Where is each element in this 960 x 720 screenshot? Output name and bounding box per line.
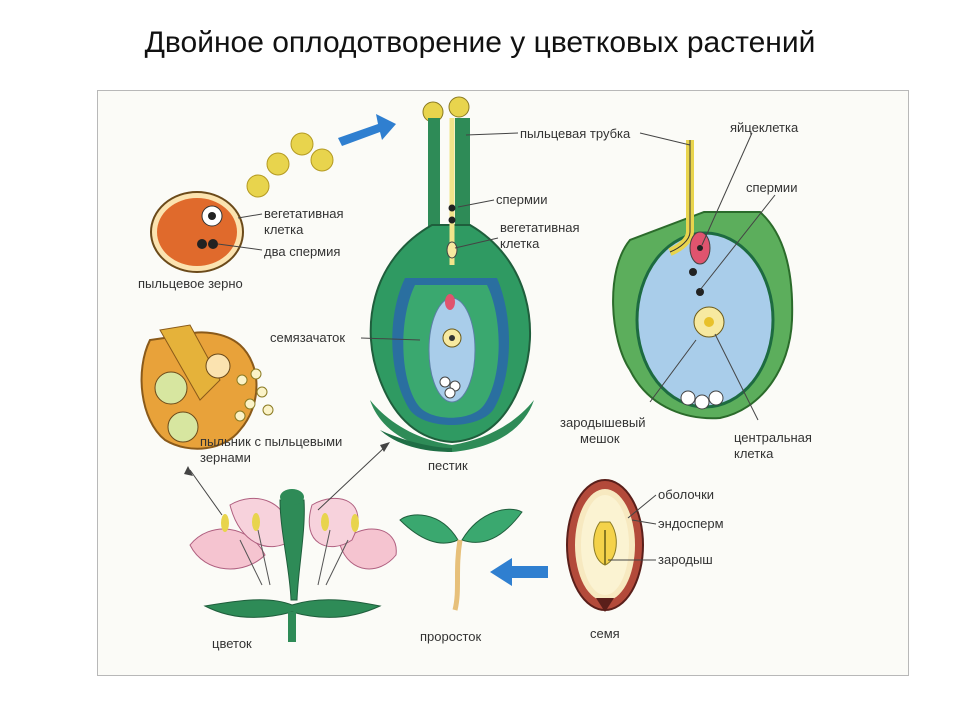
arrow-to-pistil [338, 114, 396, 146]
label-pollen-grain: пыльцевое зерно [138, 276, 243, 291]
pistil [369, 96, 534, 452]
pollen-grain [150, 191, 244, 273]
label-pollen-tube: пыльцевая трубка [520, 126, 631, 141]
flower-arrows [184, 442, 390, 516]
leader-lines [217, 132, 776, 561]
label-embryo-sac-line2: мешок [580, 431, 620, 446]
label-coats: оболочки [658, 487, 714, 502]
labels: пыльцевая трубка яйцеклетка спермии спер… [138, 120, 812, 651]
flying-pollen-grains [246, 132, 334, 198]
label-pistil: пестик [428, 458, 468, 473]
label-egg-cell: яйцеклетка [730, 120, 799, 135]
label-sperms-ovule: спермии [746, 180, 797, 195]
label-ovule: семязачаток [270, 330, 345, 345]
label-central-cell-line1: центральная [734, 430, 812, 445]
label-flower: цветок [212, 636, 252, 651]
slide-title: Двойное оплодотворение у цветковых расте… [144, 26, 816, 59]
label-anther-line2: зернами [200, 450, 251, 465]
label-embryo-sac-line1: зародышевый [560, 415, 645, 430]
label-endosperm: эндосперм [658, 516, 724, 531]
label-vegetative-pollen-line1: вегетативная [264, 206, 344, 221]
seedling [399, 508, 523, 611]
label-sperms-pistil: спермии [496, 192, 547, 207]
label-embryo: зародыш [658, 552, 713, 567]
label-anther-line1: пыльник с пыльцевыми [200, 434, 342, 449]
label-vegetative-pistil-line2: клетка [500, 236, 540, 251]
label-vegetative-pistil-line1: вегетативная [500, 220, 580, 235]
arrow-to-seedling [490, 558, 548, 586]
label-seed: семя [590, 626, 620, 641]
ovule-enlarged [612, 140, 794, 420]
label-two-sperms: два спермия [264, 244, 340, 259]
anther [140, 324, 274, 450]
label-central-cell-line2: клетка [734, 446, 774, 461]
label-seedling: проросток [420, 629, 481, 644]
seed [566, 479, 644, 612]
label-vegetative-pollen-line2: клетка [264, 222, 304, 237]
flower [189, 489, 397, 642]
